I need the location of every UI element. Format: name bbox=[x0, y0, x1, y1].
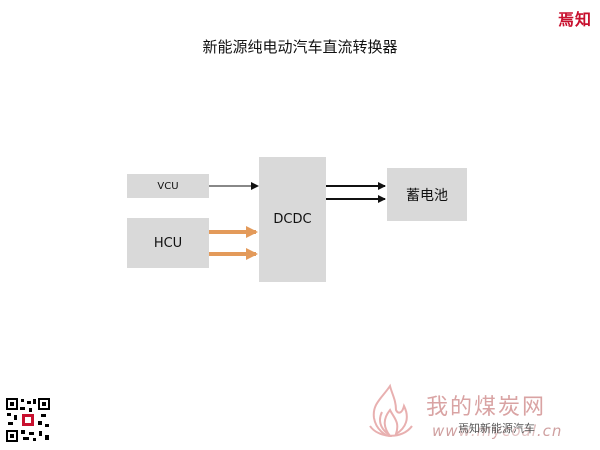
page-title: 新能源纯电动汽车直流转换器 bbox=[202, 38, 398, 56]
vcu-block: VCU bbox=[127, 174, 209, 198]
dcdc-block: DCDC bbox=[259, 157, 326, 282]
qr-code-icon bbox=[5, 397, 51, 443]
wechat-account-label: 焉知新能源汽车 bbox=[458, 420, 535, 436]
flame-logo-icon bbox=[369, 383, 413, 438]
battery-block: 蓄电池 bbox=[387, 168, 467, 221]
watermark-url: www.mycoal.cn bbox=[432, 422, 563, 440]
watermark-site-name: 我的煤炭网 bbox=[426, 395, 547, 420]
brand-logo: 焉知 bbox=[557, 10, 592, 29]
hcu-block: HCU bbox=[127, 218, 209, 268]
